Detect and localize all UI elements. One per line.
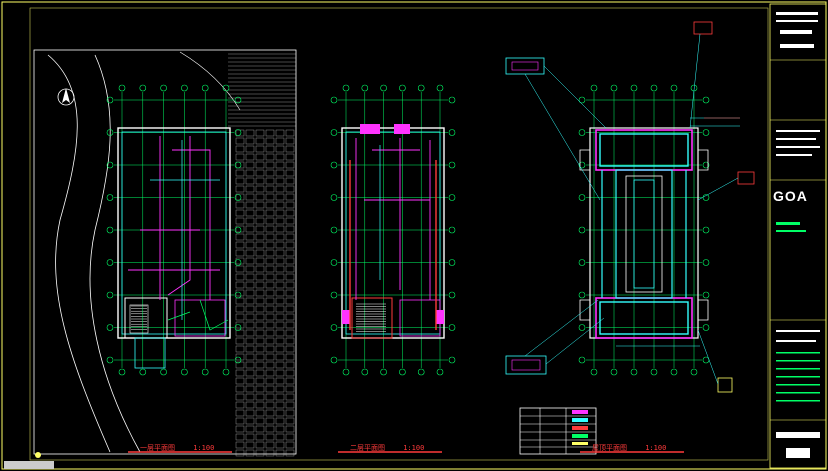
plan-1-site [33, 49, 297, 455]
plan-1-scale: 1:100 [193, 444, 215, 452]
title-block [769, 3, 827, 469]
plan-2-walls [341, 124, 445, 339]
plan-3-leader-lines [505, 21, 755, 393]
plan-1-title: 一层平面图 1:100 [140, 443, 214, 453]
plan-1-title-text: 一层平面图 [140, 444, 175, 452]
firm-logo: GOA [773, 188, 808, 204]
plan-1-pipes [128, 136, 229, 331]
plan-2-title: 二层平面图 1:100 [350, 443, 424, 453]
plan-2-pipes [349, 138, 437, 330]
plan-3-scale: 1:100 [645, 444, 667, 452]
plan-3-title: 屋顶平面图 1:100 [592, 443, 666, 453]
plan-2-scale: 1:100 [403, 444, 425, 452]
plan-2-stair-stripes [356, 303, 386, 332]
plan-3-title-text: 屋顶平面图 [592, 444, 627, 452]
plan-1-walls [117, 127, 231, 369]
plan-1-paving-hatch [228, 49, 296, 457]
plan-1-stair-stripes [131, 305, 147, 330]
plan-3-roof [579, 127, 709, 339]
legend-table [519, 407, 597, 455]
plan-2-title-text: 二层平面图 [350, 444, 385, 452]
origin-marker-icon [35, 452, 41, 458]
layout-tab[interactable] [4, 461, 54, 469]
inner-frame [29, 7, 769, 461]
